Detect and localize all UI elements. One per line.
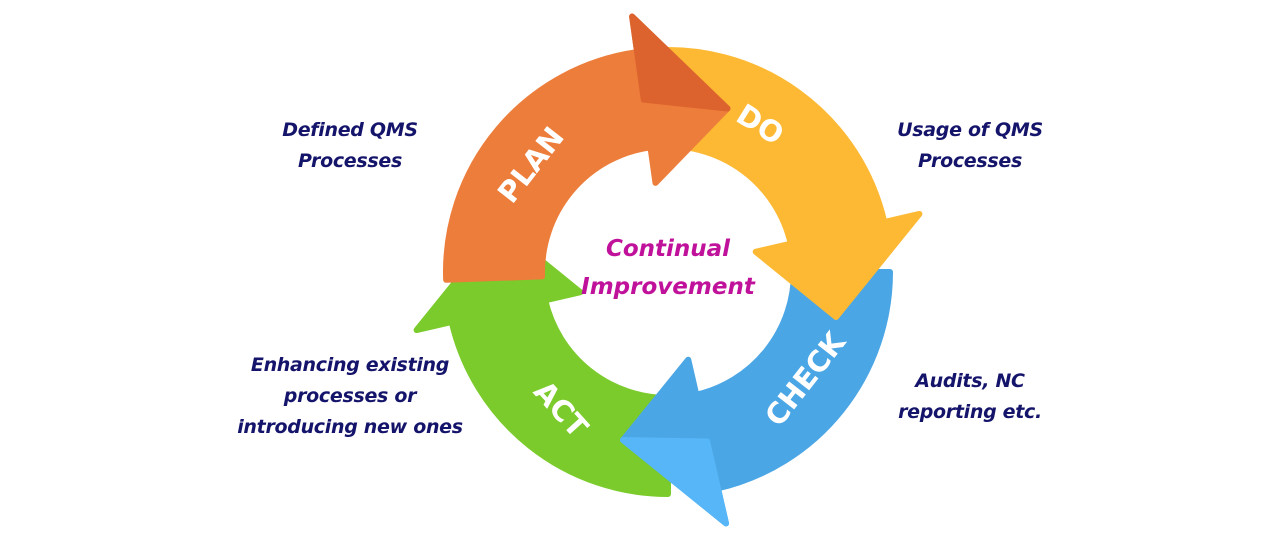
act-description-line: introducing new ones <box>237 416 463 438</box>
check-arrowhead-shade <box>619 437 730 527</box>
act-description-line: processes or <box>283 385 417 407</box>
cycle-arrows <box>413 13 923 527</box>
do-description-line: Processes <box>917 150 1023 172</box>
center-label-line: Improvement <box>581 274 755 300</box>
do-description: Usage of QMS Processes <box>845 115 1095 177</box>
center-label: Continual Improvement <box>548 230 788 306</box>
plan-description-line: Defined QMS <box>282 119 418 141</box>
do-description-line: Usage of QMS <box>897 119 1043 141</box>
check-description-line: Audits, NC <box>915 370 1025 392</box>
check-description: Audits, NC reporting etc. <box>845 366 1095 428</box>
act-arrow <box>413 223 671 497</box>
act-description: Enhancing existing processes or introduc… <box>205 350 495 443</box>
plan-description-line: Processes <box>297 150 403 172</box>
plan-arrowhead-shade <box>629 13 731 112</box>
center-label-line: Continual <box>605 236 731 262</box>
check-description-line: reporting etc. <box>898 401 1042 423</box>
plan-description: Defined QMS Processes <box>225 115 475 177</box>
act-description-line: Enhancing existing <box>250 354 450 376</box>
